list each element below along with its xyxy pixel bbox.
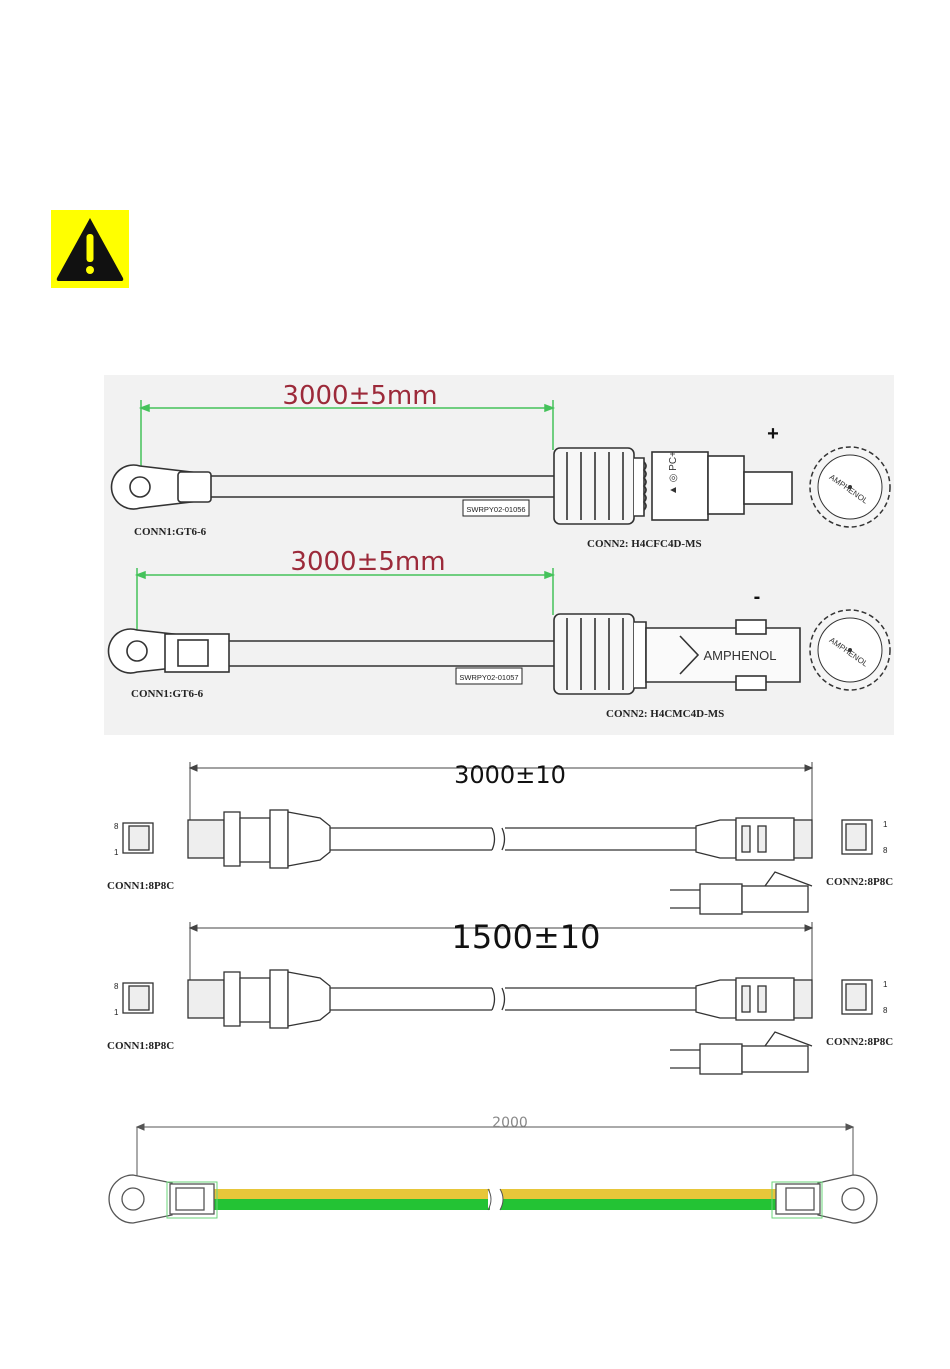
ground-cable: 2000: [109, 1115, 877, 1223]
ground-length-label: 2000: [492, 1115, 528, 1131]
comm-cable-1: 3000±10: [107, 761, 893, 914]
comm1-length-label: 3000±10: [454, 761, 566, 789]
comm1-pin-bottom-right: 8: [883, 846, 888, 855]
pv1-conn1-label: CONN1:GT6-6: [134, 526, 207, 538]
comm2-length-label: 1500±10: [452, 918, 601, 956]
pv2-connector-end-view: AMPHENOL: [810, 610, 890, 690]
pv1-part-label: SWRPY02-01056: [466, 505, 525, 514]
comm1-conn2-label: CONN2:8P8C: [826, 876, 893, 888]
comm1-pin-bottom-left: 1: [114, 848, 119, 857]
pv2-part-label: SWRPY02-01057: [459, 673, 518, 682]
comm2-conn2-label: CONN2:8P8C: [826, 1036, 893, 1048]
comm2-pin-top-left: 8: [114, 982, 119, 991]
pv-cable-negative: 3000±5mm AMPHENOL - SWRPY02-01057 CONN1:…: [108, 547, 890, 720]
comm-cable-2: 1500±10 8: [107, 918, 893, 1074]
comm2-pin-bottom-left: 1: [114, 1008, 119, 1017]
comm2-pin-bottom-right: 8: [883, 1006, 888, 1015]
pv-cable-positive: 3000±5mm ▲ ◎ PC+ + SWRPY02-01056 CON: [111, 381, 890, 550]
comm2-pin-top-right: 1: [883, 980, 888, 989]
pv1-connector-end-view: AMPHENOL: [810, 447, 890, 527]
comm1-conn1-label: CONN1:8P8C: [107, 880, 174, 892]
comm2-conn1-label: CONN1:8P8C: [107, 1040, 174, 1052]
pv1-polarity: +: [767, 423, 779, 445]
pv2-length-label: 3000±5mm: [290, 547, 445, 577]
pv1-conn2-label: CONN2: H4CFC4D-MS: [587, 538, 702, 550]
pv2-connector-text: AMPHENOL: [704, 648, 777, 663]
svg-text:▲ ◎ PC+: ▲ ◎ PC+: [668, 451, 679, 495]
pv2-conn2-label: CONN2: H4CMC4D-MS: [606, 708, 724, 720]
comm1-pin-top-right: 1: [883, 820, 888, 829]
comm1-pin-top-left: 8: [114, 822, 119, 831]
pv2-polarity: -: [754, 586, 761, 608]
pv2-conn1-label: CONN1:GT6-6: [131, 688, 204, 700]
pv1-length-label: 3000±5mm: [282, 381, 437, 411]
